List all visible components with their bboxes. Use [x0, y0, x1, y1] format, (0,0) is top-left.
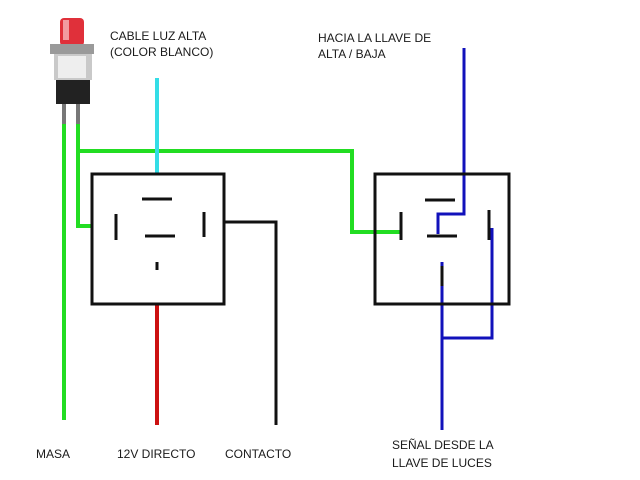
- label-llave-de-luces: LLAVE DE LUCES: [392, 456, 492, 470]
- label-color-blanco: (COLOR BLANCO): [110, 45, 214, 59]
- wire-hacia-llave: [436, 48, 466, 234]
- label-hacia-la-llave: HACIA LA LLAVE DE: [318, 31, 432, 45]
- label-cable-luz-alta: CABLE LUZ ALTA: [110, 29, 207, 43]
- label-masa: MASA: [36, 447, 71, 461]
- label-alta-baja: ALTA / BAJA: [318, 47, 386, 61]
- wire-contacto: [206, 220, 278, 425]
- label-senal-desde: SEÑAL DESDE LA: [392, 438, 494, 452]
- label-12v-directo: 12V DIRECTO: [117, 447, 196, 461]
- relay-2: [373, 172, 511, 306]
- wire-relay2-loop: [442, 228, 494, 340]
- push-button-switch-icon: [50, 18, 94, 126]
- relay-1: [90, 172, 226, 306]
- blue-wires: [436, 48, 494, 430]
- label-contacto: CONTACTO: [225, 447, 292, 461]
- wire-switch-to-relay2: [78, 149, 402, 234]
